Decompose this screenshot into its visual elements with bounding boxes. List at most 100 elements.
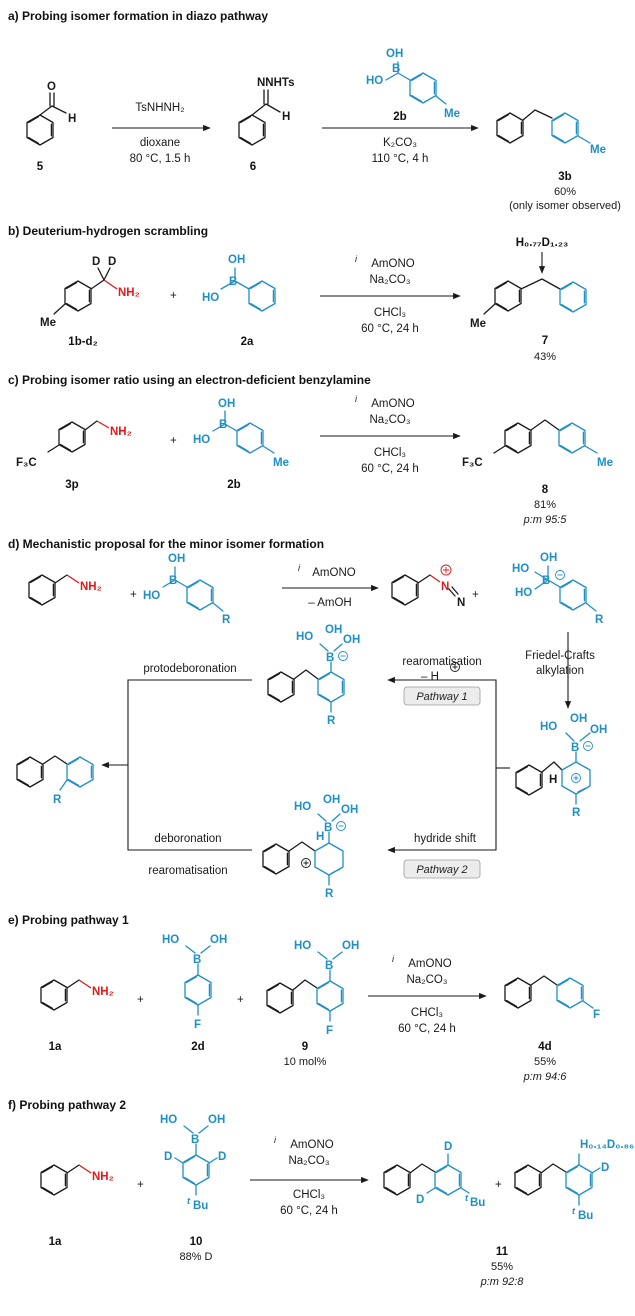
compound-label: 5	[37, 161, 44, 173]
svg-text:B: B	[229, 276, 237, 288]
svg-text:(only isomer observed): (only isomer observed)	[509, 200, 621, 212]
benzene-ring	[16, 756, 44, 788]
compound-label: 10	[190, 1236, 203, 1248]
compound-label: 1b-d₂	[68, 336, 97, 348]
svg-text:i: i	[355, 394, 358, 404]
svg-text:AmONO: AmONO	[408, 958, 452, 970]
svg-text:B: B	[326, 652, 334, 664]
svg-text:R: R	[53, 794, 62, 806]
svg-text:Me: Me	[273, 457, 289, 469]
svg-text:OH: OH	[323, 794, 340, 806]
svg-text:Me: Me	[590, 144, 606, 156]
svg-text:t: t	[465, 1193, 469, 1203]
svg-text:CHCl₃: CHCl₃	[374, 447, 406, 459]
svg-text:F₃C: F₃C	[462, 457, 483, 469]
svg-text:p:m 95:5: p:m 95:5	[523, 514, 568, 526]
svg-text:– H: – H	[421, 671, 439, 683]
svg-text:60%: 60%	[554, 186, 576, 198]
svg-text:i: i	[392, 954, 395, 964]
benzene-ring	[556, 977, 584, 1009]
svg-text:OH: OH	[590, 724, 607, 736]
svg-text:CHCl₃: CHCl₃	[374, 307, 406, 319]
svg-text:Na₂CO₃: Na₂CO₃	[369, 274, 410, 286]
svg-text:+: +	[495, 1179, 502, 1191]
svg-text:Bu: Bu	[578, 1210, 593, 1222]
panel-d-title: d) Mechanistic proposal for the minor is…	[8, 537, 324, 551]
compound-label: 2a	[241, 336, 254, 348]
svg-text:F₃C: F₃C	[16, 457, 37, 469]
svg-text:OH: OH	[341, 804, 358, 816]
benzene-ring	[267, 671, 295, 703]
svg-text:HO: HO	[296, 631, 313, 643]
svg-text:OH: OH	[208, 1114, 225, 1126]
benzene-ring	[184, 974, 212, 1006]
svg-text:+: +	[130, 589, 137, 601]
svg-text:R: R	[572, 807, 581, 819]
svg-text:OH: OH	[570, 713, 587, 725]
svg-text:Na₂CO₃: Na₂CO₃	[288, 1155, 329, 1167]
svg-text:60 °C, 24 h: 60 °C, 24 h	[398, 1023, 456, 1035]
svg-text:HO: HO	[160, 1114, 177, 1126]
compound-label: 1a	[49, 1236, 62, 1248]
svg-text:HO: HO	[512, 563, 529, 575]
benzene-ring	[514, 1164, 542, 1196]
svg-text:B: B	[571, 742, 579, 754]
svg-text:+: +	[472, 589, 479, 601]
svg-text:D: D	[444, 1141, 452, 1153]
compound-label: 4d	[538, 1041, 551, 1053]
svg-text:OH: OH	[325, 624, 342, 636]
benzene-ring	[238, 114, 266, 146]
svg-text:F: F	[593, 1009, 600, 1021]
svg-text:Me: Me	[470, 318, 486, 330]
svg-text:+: +	[237, 994, 244, 1006]
benzene-ring	[182, 1154, 210, 1186]
svg-text:D: D	[164, 1151, 172, 1163]
svg-text:H₀.₁₄D₀.₈₆: H₀.₁₄D₀.₈₆	[580, 1139, 634, 1151]
benzene-ring	[248, 280, 276, 312]
svg-text:Me: Me	[40, 317, 56, 329]
benzene-ring	[58, 421, 86, 453]
svg-text:H: H	[549, 774, 557, 786]
benzene-ring	[40, 979, 68, 1011]
svg-text:NH₂: NH₂	[80, 581, 102, 593]
svg-text:+: +	[137, 1179, 144, 1191]
svg-text:60 °C, 24 h: 60 °C, 24 h	[280, 1205, 338, 1217]
svg-text:R: R	[222, 614, 231, 626]
svg-text:OH: OH	[228, 254, 245, 266]
svg-text:Friedel-Crafts: Friedel-Crafts	[525, 650, 595, 662]
svg-text:B: B	[169, 575, 177, 587]
svg-text:rearomatisation: rearomatisation	[402, 656, 481, 668]
benzene-ring	[391, 574, 419, 606]
svg-text:OH: OH	[168, 553, 185, 565]
benzene-ring	[434, 1164, 462, 1196]
svg-text:55%: 55%	[491, 1261, 513, 1273]
compound-label: 2b	[227, 479, 240, 491]
svg-text:10 mol%: 10 mol%	[284, 1056, 327, 1068]
svg-text:F: F	[326, 1025, 333, 1037]
svg-text:i: i	[355, 254, 358, 264]
panel-a-title: a) Probing isomer formation in diazo pat…	[8, 9, 268, 23]
svg-text:B: B	[542, 575, 550, 587]
compound-label: 1a	[49, 1041, 62, 1053]
benzene-ring	[504, 422, 532, 454]
svg-text:HO: HO	[193, 434, 210, 446]
svg-text:CHCl₃: CHCl₃	[293, 1189, 325, 1201]
svg-text:HO: HO	[202, 292, 219, 304]
svg-text:rearomatisation: rearomatisation	[148, 865, 227, 877]
benzene-ring	[559, 281, 587, 313]
svg-text:HO: HO	[143, 590, 160, 602]
svg-text:110 °C, 4 h: 110 °C, 4 h	[372, 153, 429, 165]
svg-text:NH₂: NH₂	[92, 1171, 114, 1183]
svg-text:p:m 94:6: p:m 94:6	[523, 1071, 568, 1083]
svg-text:TsNHNH₂: TsNHNH₂	[135, 102, 184, 114]
svg-text:D: D	[218, 1151, 226, 1163]
svg-text:NH₂: NH₂	[110, 426, 132, 438]
svg-text:alkylation: alkylation	[536, 665, 584, 677]
benzene-ring	[236, 422, 264, 454]
panel-f-title: f) Probing pathway 2	[8, 1098, 126, 1112]
compound-label: 7	[542, 335, 548, 347]
svg-text:AmONO: AmONO	[371, 258, 415, 270]
svg-text:Me: Me	[444, 108, 460, 120]
svg-text:OH: OH	[342, 940, 359, 952]
svg-text:81%: 81%	[534, 499, 556, 511]
